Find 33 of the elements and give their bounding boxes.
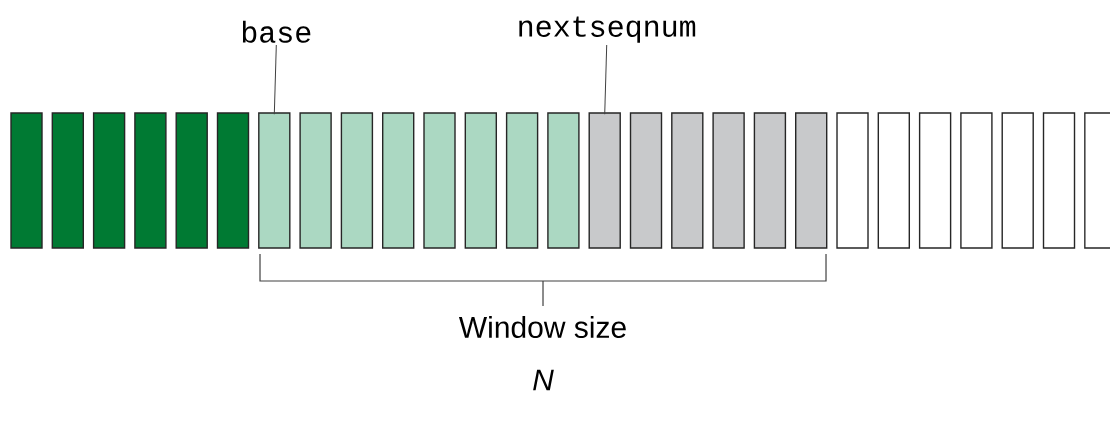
packet-box: [547, 112, 580, 249]
packet-box: [671, 112, 704, 249]
pointer-label: nextseqnum: [519, 16, 696, 43]
packet-box: [712, 112, 745, 249]
packet-box: [340, 112, 374, 249]
packet-box: [216, 112, 250, 249]
packet-box: [1042, 112, 1076, 249]
packet-box: [588, 112, 621, 249]
packet-box: [258, 112, 291, 249]
packet-box: [753, 112, 787, 249]
packet-box: [464, 112, 497, 249]
leader-line: [604, 44, 608, 115]
packet-box: [134, 112, 167, 249]
packet-box: [10, 112, 43, 249]
packet-box: [423, 112, 456, 249]
packet-box: [505, 112, 539, 249]
packet-box: [1001, 112, 1034, 249]
packet-box: [629, 112, 663, 249]
packet-box: [382, 112, 415, 249]
packet-box: [175, 112, 208, 249]
packet-box: [92, 112, 126, 249]
packet-box: [795, 112, 828, 249]
packet-box: [299, 112, 332, 249]
window-size-label: Window size: [458, 316, 626, 339]
packet-box: [51, 112, 84, 249]
window-size-symbol: N: [533, 369, 554, 391]
packet-box: [918, 112, 952, 249]
packet-box: [877, 112, 910, 249]
packet-box: [1084, 112, 1110, 249]
pointer-label: base: [242, 20, 311, 43]
packet-box: [836, 112, 869, 249]
leader-line: [273, 44, 277, 115]
packet-box: [960, 112, 993, 249]
